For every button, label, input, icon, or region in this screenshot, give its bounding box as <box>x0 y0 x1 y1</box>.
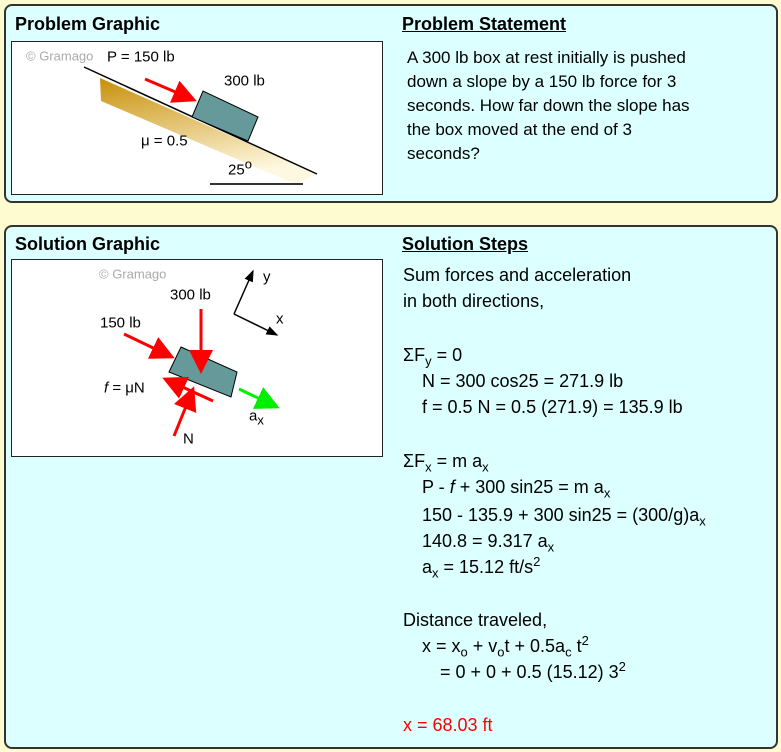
friction-symbol: f <box>104 379 109 397</box>
step-text: = 0 + 0 + 0.5 (15.12) 3 <box>440 662 619 682</box>
step-line: ΣFy = 0 <box>403 345 463 368</box>
step-line: N = 300 cos25 = 271.9 lb <box>422 371 623 391</box>
accel-arrow <box>238 387 280 409</box>
step-line: ΣFx = m ax <box>403 451 489 474</box>
step-text: a <box>422 557 433 577</box>
step-text: 150 - 135.9 + 300 sin25 = (300/g)a <box>422 505 700 525</box>
step-text: 2 <box>581 633 589 648</box>
slope-ground <box>100 78 317 184</box>
step-text: 2 <box>533 554 541 569</box>
step-text: = 15.12 ft/s <box>438 557 534 577</box>
statement-line: seconds? <box>407 144 480 163</box>
normal-label: N <box>183 430 194 448</box>
force-label: P = 150 lb <box>107 48 175 66</box>
step-text: in both directions, <box>403 291 545 311</box>
step-text: ΣF <box>403 451 426 471</box>
push-force-arrow <box>144 77 197 103</box>
step-text: t + 0.5a <box>504 636 566 656</box>
problem-graphic-title: Problem Graphic <box>15 14 161 34</box>
solution-graphic-title: Solution Graphic <box>15 234 161 254</box>
watermark: © Gramago <box>99 266 167 282</box>
step-text: f <box>449 477 455 497</box>
watermark: © Gramago <box>26 48 94 64</box>
angle-label: 25o <box>228 158 252 179</box>
step-text: x <box>547 539 555 555</box>
step-text: + v <box>467 636 498 656</box>
problem-graphic: © Gramago P = 150 lb 300 lb μ = 0.5 25o <box>11 41 383 195</box>
step-line: x = xo + vot + 0.5ac t2 <box>422 633 589 659</box>
step-text: 140.8 = 9.317 a <box>422 531 548 551</box>
step-text: Sum forces and acceleration <box>403 265 632 285</box>
step-line: 140.8 = 9.317 ax <box>422 531 554 554</box>
step-text: + 300 sin25 = m a <box>454 477 604 497</box>
statement-line: seconds. How far down the slope has <box>407 96 690 115</box>
step-text: t <box>571 636 582 656</box>
step-line: ax = 15.12 ft/s2 <box>422 554 541 580</box>
step-text: y <box>425 353 432 369</box>
x-axis-label: x <box>276 310 284 328</box>
accel-symbol: a <box>249 407 258 425</box>
statement-line: the box moved at the end of 3 <box>407 120 632 139</box>
free-body-diagram <box>123 269 280 437</box>
step-text: x <box>432 565 439 581</box>
statement-line: A 300 lb box at rest initially is pushed <box>407 48 686 67</box>
normal-arrow <box>172 386 197 437</box>
statement-line: down a slope by a 150 lb force for 3 <box>407 72 677 91</box>
accel-label: ax <box>249 407 264 428</box>
y-axis-arrow <box>233 269 254 315</box>
x-axis-arrow <box>233 313 279 336</box>
step-text: o <box>497 644 505 660</box>
accel-subscript: x <box>257 412 264 428</box>
step-line: Sum forces and acceleration <box>403 265 631 285</box>
push-arrow <box>123 332 175 359</box>
step-line: 150 - 135.9 + 300 sin25 = (300/g)ax <box>422 505 706 528</box>
solution-graphic: © Gramago 300 lb 150 lb f = μN ax N y x <box>11 259 383 457</box>
solution-steps-title: Solution Steps <box>402 234 528 254</box>
step-text: x = x <box>422 636 461 656</box>
step-line: Distance traveled, <box>403 610 547 630</box>
weight-label: 300 lb <box>170 286 211 304</box>
box-block <box>168 346 238 398</box>
push-label: 150 lb <box>100 314 141 332</box>
step-text: x = 68.03 ft <box>403 715 493 735</box>
friction-label: μ = 0.5 <box>141 132 188 150</box>
weight-label: 300 lb <box>224 72 265 90</box>
degree-mark: o <box>244 156 252 172</box>
step-line: = 0 + 0 + 0.5 (15.12) 32 <box>440 659 626 682</box>
step-text: c <box>565 644 572 660</box>
step-text: Distance traveled, <box>403 610 548 630</box>
friction-formula: = μN <box>108 379 145 397</box>
step-text: P - <box>422 477 450 497</box>
step-text: f = 0.5 N = 0.5 (271.9) = 135.9 lb <box>422 397 683 417</box>
angle-value: 25 <box>228 161 245 179</box>
step-text: = 0 <box>431 345 463 365</box>
box-block <box>191 90 259 142</box>
step-line: in both directions, <box>403 291 544 311</box>
step-text: N = 300 cos25 = 271.9 lb <box>422 371 624 391</box>
y-axis-label: y <box>263 268 271 286</box>
incline-diagram <box>83 66 318 185</box>
friction-label: f = μN <box>104 380 145 397</box>
step-line: P - f + 300 sin25 = m ax <box>422 477 610 500</box>
step-line: f = 0.5 N = 0.5 (271.9) = 135.9 lb <box>422 397 683 417</box>
step-text: o <box>460 644 468 660</box>
step-text: ΣF <box>403 345 426 365</box>
step-text: x <box>699 513 706 529</box>
final-answer: x = 68.03 ft <box>403 715 493 735</box>
step-text: x <box>482 459 489 475</box>
problem-statement-title: Problem Statement <box>402 14 567 34</box>
step-text: = m a <box>431 451 483 471</box>
step-text: 2 <box>618 659 626 674</box>
step-text: x <box>425 459 432 475</box>
step-text: x <box>603 485 611 501</box>
